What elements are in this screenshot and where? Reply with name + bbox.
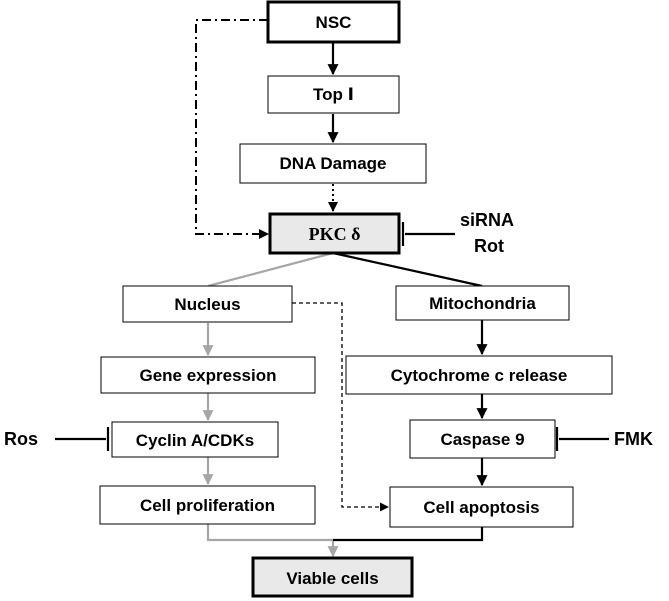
node-cytochrome: Cytochrome c release bbox=[345, 355, 613, 395]
arrow-pkc-mito bbox=[332, 251, 483, 288]
node-proliferation-label: Cell proliferation bbox=[140, 496, 275, 515]
arrow-apoptosis-viable bbox=[333, 527, 484, 542]
node-pkc-label: PKC δ bbox=[309, 224, 361, 244]
arrow-nucleus-apoptosis bbox=[292, 302, 389, 512]
node-nucleus: Nucleus bbox=[122, 285, 293, 323]
node-viable-cells: Viable cells bbox=[251, 556, 414, 598]
node-top1-label: Top Ⅰ bbox=[313, 85, 354, 104]
node-mitochondria-label: Mitochondria bbox=[429, 294, 536, 313]
arrow-nsc-pkc-bypass bbox=[195, 19, 269, 239]
node-caspase: Caspase 9 bbox=[409, 419, 556, 459]
node-top1: Top Ⅰ bbox=[267, 75, 400, 114]
arrow-pkc-nucleus bbox=[207, 251, 334, 288]
connectors bbox=[55, 19, 609, 558]
node-nsc: NSC bbox=[266, 0, 401, 44]
node-cytochrome-label: Cytochrome c release bbox=[391, 366, 568, 385]
node-cyclin: Cyclin A/CDKs bbox=[111, 421, 279, 458]
node-cyclin-label: Cyclin A/CDKs bbox=[136, 431, 254, 450]
arrow-prolif-viable bbox=[206, 524, 339, 558]
inhibitor-rot-label: Rot bbox=[474, 236, 504, 256]
node-caspase-label: Caspase 9 bbox=[440, 430, 524, 449]
node-apoptosis: Cell apoptosis bbox=[389, 486, 574, 528]
node-mitochondria: Mitochondria bbox=[395, 285, 570, 321]
node-nucleus-label: Nucleus bbox=[174, 295, 240, 314]
node-viable-cells-label: Viable cells bbox=[286, 569, 378, 588]
node-dna-damage: DNA Damage bbox=[239, 143, 427, 184]
node-dna-damage-label: DNA Damage bbox=[279, 154, 386, 173]
inhibitor-fmk-label: FMK bbox=[614, 429, 653, 449]
inhibitor-sirna-label: siRNA bbox=[460, 210, 514, 230]
node-apoptosis-label: Cell apoptosis bbox=[423, 498, 539, 517]
node-gene-expression-label: Gene expression bbox=[139, 366, 276, 385]
node-pkc: PKC δ bbox=[268, 212, 401, 255]
inhibitor-ros-label: Ros bbox=[4, 429, 38, 449]
node-gene-expression: Gene expression bbox=[100, 356, 316, 394]
node-proliferation: Cell proliferation bbox=[99, 485, 316, 525]
node-nsc-label: NSC bbox=[316, 13, 352, 32]
